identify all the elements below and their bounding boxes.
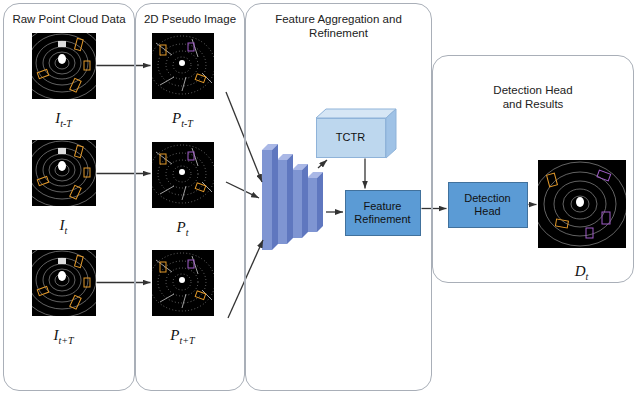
image-node: It+T [32, 250, 96, 316]
stage-panel: 2D Pseudo ImagePt-TPtPt+T [135, 3, 245, 391]
backbone-slab [262, 144, 278, 250]
pseudo-image [149, 33, 215, 99]
image-subscript: t [65, 225, 68, 236]
stage-panel: Detection Head and ResultsDetection Head… [432, 55, 634, 283]
pseudo-image [149, 250, 215, 316]
lidar-scan-image [19, 133, 105, 207]
image-node: Pt-T [152, 33, 214, 99]
image-symbol: I [53, 327, 58, 343]
panel-heading: 2D Pseudo Image [137, 12, 243, 26]
image-subscript: t [586, 271, 589, 282]
image-node: Pt [152, 142, 214, 208]
image-caption: Pt [152, 218, 214, 236]
image-node: It-T [32, 33, 96, 99]
image-symbol: I [55, 110, 60, 126]
image-subscript: t [186, 227, 189, 238]
image-node: It [32, 140, 96, 206]
panel-heading: Raw Point Cloud Data [5, 12, 133, 26]
arrow-connector [97, 65, 151, 66]
image-subscript: t+T [180, 335, 195, 346]
tctr-3d-faces [316, 109, 396, 158]
image-caption: Pt+T [152, 326, 214, 344]
arrow-line [226, 92, 262, 182]
backbone-slab [292, 164, 308, 238]
pseudo-image [149, 142, 215, 208]
arrow-connector [97, 282, 151, 283]
arrow-line [326, 211, 343, 212]
image-symbol: D [575, 263, 586, 279]
detection-result-image [533, 160, 627, 248]
image-caption: Pt-T [152, 109, 214, 127]
box-label: Detection Head [453, 192, 523, 218]
arrow-connector [97, 173, 151, 174]
arrow-connector [529, 204, 537, 205]
box-label: TCTR [336, 131, 365, 144]
arrow-line [318, 160, 327, 168]
arrow-line [226, 182, 259, 198]
image-symbol: P [177, 219, 186, 235]
box-label: Feature Refinement [350, 200, 416, 226]
image-caption: It-T [32, 109, 96, 127]
image-subscript: t-T [181, 118, 193, 129]
process-box: Feature Refinement [345, 190, 421, 236]
image-symbol: P [172, 110, 181, 126]
backbone-slab [277, 154, 293, 244]
image-symbol: P [170, 327, 179, 343]
lidar-scan-image [19, 26, 105, 100]
image-symbol: I [60, 217, 65, 233]
image-subscript: t-T [60, 118, 72, 129]
backbone-blocks [262, 144, 323, 250]
image-subscript: t+T [58, 335, 73, 346]
stage-panel: Raw Point Cloud DataIt-TItIt+T [3, 3, 135, 391]
panel-heading: Detection Head and Results [486, 83, 581, 111]
arrow-connector [422, 208, 447, 209]
backbone-slab [307, 172, 323, 232]
stage-panel: Feature Aggregation and RefinementTCTR Fe… [245, 3, 432, 391]
image-caption: It+T [32, 326, 96, 344]
panel-heading: Feature Aggregation and Refinement [274, 12, 404, 40]
image-caption: Dt [538, 262, 626, 280]
tctr-box: TCTR [316, 118, 386, 158]
image-caption: It [32, 216, 96, 234]
process-box: Detection Head [448, 182, 528, 228]
arrow-connector [364, 159, 365, 189]
image-node: Dt [538, 160, 626, 248]
lidar-scan-image [19, 243, 105, 317]
image-node: Pt+T [152, 250, 214, 316]
